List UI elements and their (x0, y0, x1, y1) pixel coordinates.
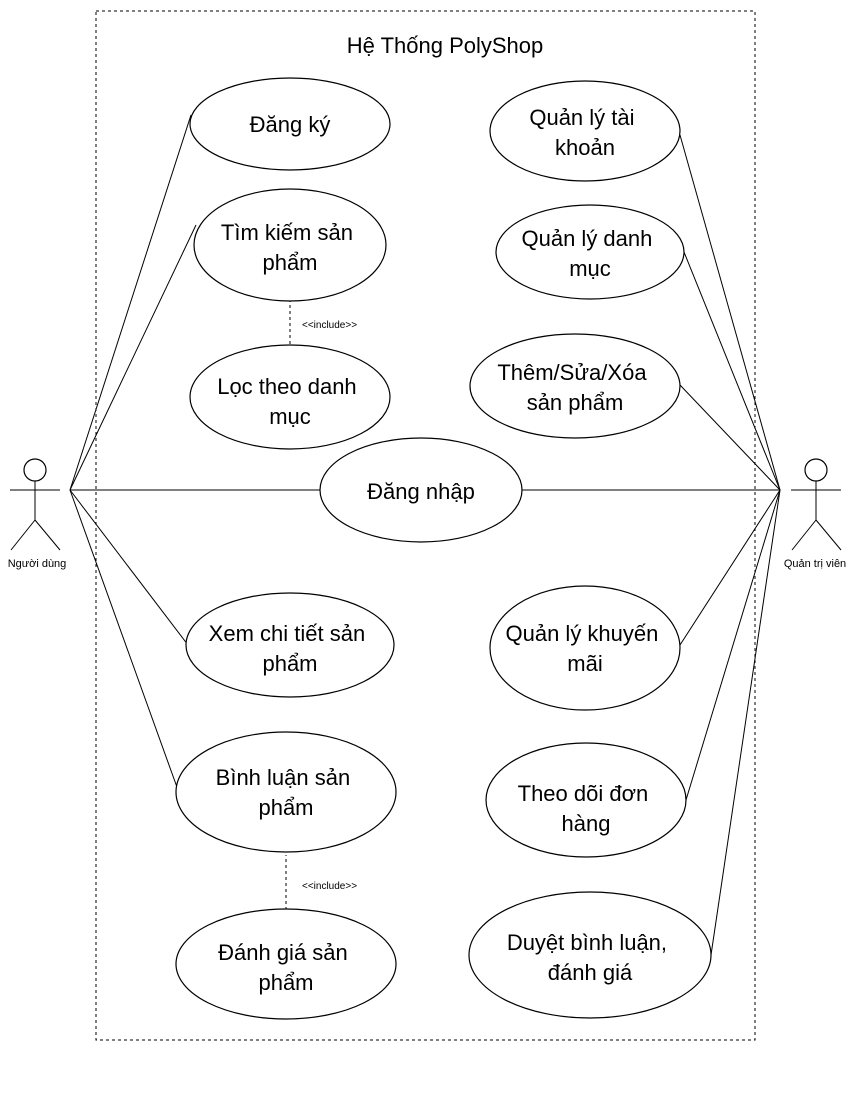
svg-text:Quản lý tài khoản: Quản lý tài khoản (529, 105, 640, 160)
usecase-loc-line1: Lọc theo danh (217, 374, 356, 399)
actor-admin-label: Quản trị viên (784, 558, 846, 570)
usecase-quan-ly-khuyen-mai[interactable]: Quản lý khuyến mãi (489, 585, 681, 711)
usecase-tim-kiem-line2: phẩm (262, 250, 317, 275)
assoc-user-tim-kiem (69, 224, 197, 491)
svg-text:Quản lý danh mục: Quản lý danh mục (522, 226, 659, 281)
actor-user-head (23, 458, 47, 482)
usecase-tim-kiem-san-pham[interactable]: Tìm kiếm sản phẩm (193, 188, 387, 302)
usecase-them-sua-xoa-san-pham[interactable]: Thêm/Sửa/Xóa sản phẩm (469, 333, 681, 439)
assoc-user-binh-luan (69, 489, 179, 791)
usecase-ql-tai-khoan-line1: Quản lý tài (529, 105, 634, 130)
svg-text:Duyệt bình luận, đánh gi: Duyệt bình luận, đánh giá (507, 930, 673, 985)
usecase-theo-doi-don-line1: Theo dõi đơn (518, 781, 649, 806)
usecase-xem-chi-tiet-san-pham[interactable]: Xem chi tiết sản phẩm (185, 592, 395, 698)
svg-text:Xem chi tiết sản phẩm: Xem chi tiết sản phẩm (209, 621, 372, 676)
usecase-dang-nhap-line1: Đăng nhập (367, 479, 475, 504)
actor-admin-leg-left (791, 519, 817, 551)
usecase-xem-chi-tiet-line1: Xem chi tiết sản (209, 621, 366, 646)
svg-text:Theo dõi đơn hàng: Theo dõi đơn hàng (518, 781, 655, 836)
include-label-2: <<include>> (302, 881, 357, 892)
assoc-user-dang-ky (69, 114, 192, 491)
assoc-user-xem-chi-tiet (69, 489, 189, 646)
usecase-theo-doi-don-line2: hàng (562, 811, 611, 836)
actor-user-leg-right (34, 519, 61, 551)
svg-text:Tìm kiếm sản phẩm: Tìm kiếm sản phẩm (221, 220, 359, 275)
actor-admin-head (804, 458, 828, 482)
usecase-quan-ly-danh-muc[interactable]: Quản lý danh mục (495, 204, 685, 300)
usecase-ql-khuyen-mai-line1: Quản lý khuyến (506, 621, 659, 646)
assoc-admin-duyet-binh-luan (710, 489, 781, 956)
usecase-danh-gia-san-pham[interactable]: Đánh giá sản phẩm (175, 908, 397, 1020)
usecase-duyet-binh-luan-line1: Duyệt bình luận, (507, 930, 667, 955)
svg-text:Lọc theo danh mục: Lọc theo danh mục (217, 374, 363, 429)
usecase-tim-kiem-line1: Tìm kiếm sản (221, 220, 353, 245)
system-title: Hệ Thống PolyShop (347, 33, 544, 58)
assoc-admin-them-sua-xoa (679, 384, 781, 491)
svg-text:Đánh giá sản phẩm: Đánh giá sản phẩm (218, 940, 354, 995)
usecase-ql-tai-khoan-line2: khoản (555, 135, 615, 160)
assoc-admin-theo-doi-don (685, 489, 781, 801)
usecase-dang-nhap[interactable]: Đăng nhập (319, 437, 523, 543)
svg-text:Quản lý khuyến mãi: Quản lý khuyến mãi (506, 621, 665, 676)
actor-user-label: Người dùng (8, 558, 67, 570)
assoc-admin-ql-khuyen-mai (679, 489, 781, 646)
svg-text:Đăng ký: Đăng ký (250, 112, 331, 137)
usecase-dang-ky[interactable]: Đăng ký (189, 77, 391, 171)
usecase-binh-luan-san-pham[interactable]: Bình luận sản phẩm (175, 731, 397, 853)
usecase-theo-doi-don-hang[interactable]: Theo dõi đơn hàng (485, 742, 687, 858)
usecase-duyet-binh-luan[interactable]: Duyệt bình luận, đánh giá (468, 891, 712, 1019)
actor-user-leg-left (10, 519, 36, 551)
usecase-binh-luan-line2: phẩm (258, 795, 313, 820)
svg-text:Đăng nhập: Đăng nhập (367, 479, 475, 504)
svg-text:Thêm/Sửa/Xóa sản phẩm: Thêm/Sửa/Xóa sản phẩm (497, 360, 652, 415)
actor-user[interactable]: Người dùng (8, 458, 67, 570)
usecase-ql-danh-muc-line1: Quản lý danh (522, 226, 653, 251)
usecase-danh-gia-line1: Đánh giá sản (218, 940, 348, 965)
usecase-binh-luan-line1: Bình luận sản (216, 765, 351, 790)
assoc-admin-ql-tai-khoan (679, 134, 781, 491)
actor-admin-leg-right (815, 519, 842, 551)
svg-text:Bình luận sản phẩm: Bình luận sản phẩm (216, 765, 357, 820)
include-label-1: <<include>> (302, 320, 357, 331)
usecase-dang-ky-line1: Đăng ký (250, 112, 331, 137)
usecase-danh-gia-line2: phẩm (258, 970, 313, 995)
usecase-ql-danh-muc-line2: mục (569, 256, 611, 281)
usecase-ql-khuyen-mai-line2: mãi (567, 651, 602, 676)
actor-admin[interactable]: Quản trị viên (784, 458, 846, 570)
usecase-loc-theo-danh-muc[interactable]: Lọc theo danh mục (189, 344, 391, 450)
usecase-quan-ly-tai-khoan[interactable]: Quản lý tài khoản (489, 80, 681, 182)
assoc-admin-ql-danh-muc (683, 251, 781, 491)
usecase-xem-chi-tiet-line2: phẩm (262, 651, 317, 676)
usecase-loc-line2: mục (269, 404, 311, 429)
usecase-them-sua-xoa-line1: Thêm/Sửa/Xóa (497, 360, 647, 385)
usecase-duyet-binh-luan-line2: đánh giá (548, 960, 633, 985)
usecase-them-sua-xoa-line2: sản phẩm (527, 390, 624, 415)
system-boundary (95, 10, 756, 1041)
